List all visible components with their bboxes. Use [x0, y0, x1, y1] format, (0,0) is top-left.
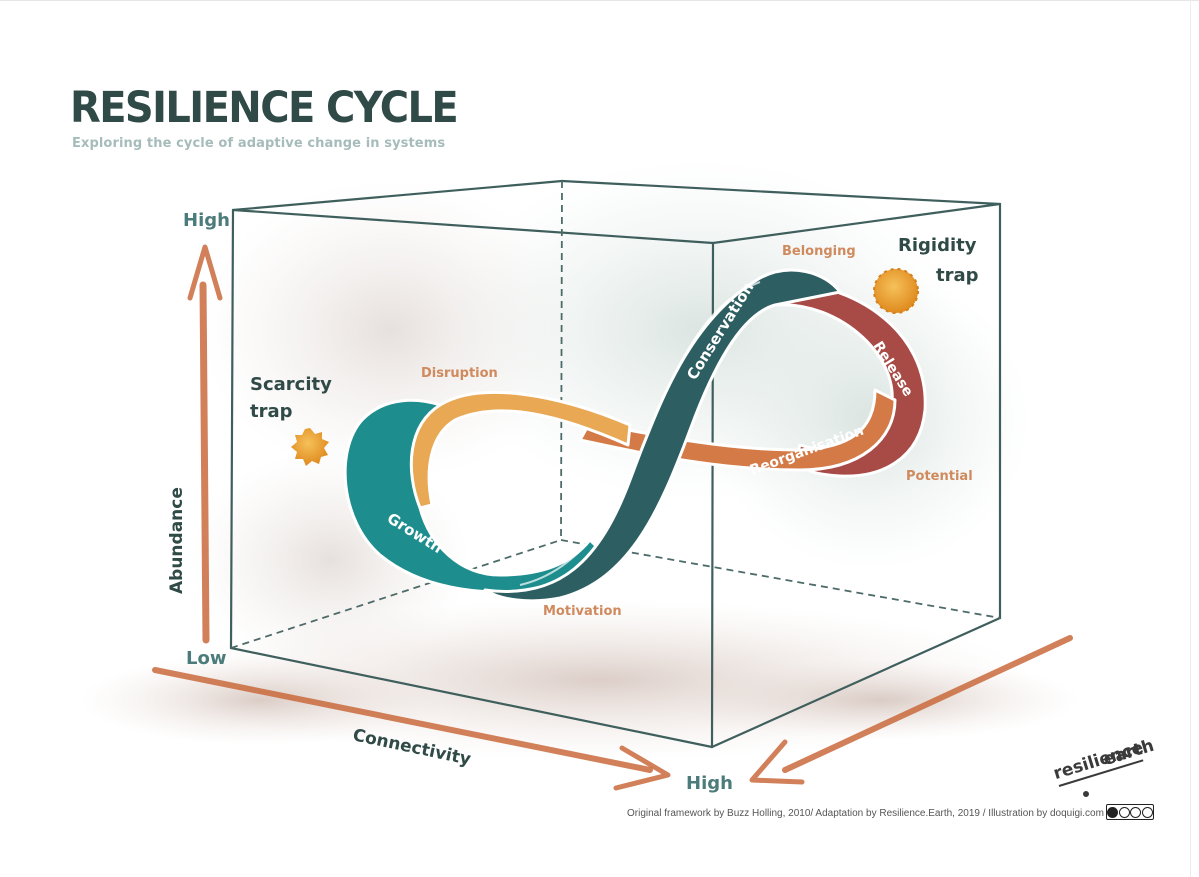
connectivity-arrow — [152, 667, 671, 791]
motivation-label: Motivation — [543, 604, 622, 619]
infinity-ribbon — [343, 268, 927, 603]
resilience-earth-logo: earth resilience — [1051, 736, 1165, 802]
connectivity-depth-arrow — [749, 635, 1073, 785]
logo-dot — [1083, 791, 1089, 797]
abundance-low-label: Low — [186, 648, 226, 669]
nc-icon — [1130, 806, 1142, 818]
cube-hidden-edges — [230, 180, 1001, 649]
potential-label: Potential — [906, 469, 973, 484]
belonging-label: Belonging — [782, 244, 856, 259]
rigidity-trap-icon — [873, 268, 919, 314]
growth-band — [343, 398, 602, 594]
scarcity-trap-icon — [291, 428, 329, 466]
creative-commons-badge — [1106, 804, 1154, 820]
credit-line: Original framework by Buzz Holling, 2010… — [627, 808, 1104, 819]
cube-frame — [229, 179, 1002, 749]
scarcity-trap-label-line2: trap — [250, 401, 293, 422]
rigidity-trap-label-line2: trap — [936, 265, 979, 286]
top-border — [0, 0, 1199, 1]
abundance-arrow — [187, 244, 223, 644]
scarcity-trap-label-line1: Scarcity — [250, 374, 332, 395]
connectivity-high-label: High — [686, 773, 733, 794]
disruption-label: Disruption — [421, 366, 498, 381]
logo-line1: resilience — [1051, 737, 1146, 784]
right-border — [1190, 0, 1191, 877]
abundance-axis-label: Abundance — [167, 487, 187, 594]
rigidity-trap-label-line1: Rigidity — [898, 235, 977, 256]
abundance-high-label: High — [183, 210, 230, 231]
page-subtitle: Exploring the cycle of adaptive change i… — [72, 136, 446, 151]
conservation-band — [483, 268, 842, 603]
by-icon — [1118, 806, 1130, 818]
sa-icon — [1141, 806, 1153, 818]
page-title: RESILIENCE CYCLE — [70, 84, 459, 133]
cc-icon — [1107, 806, 1119, 818]
